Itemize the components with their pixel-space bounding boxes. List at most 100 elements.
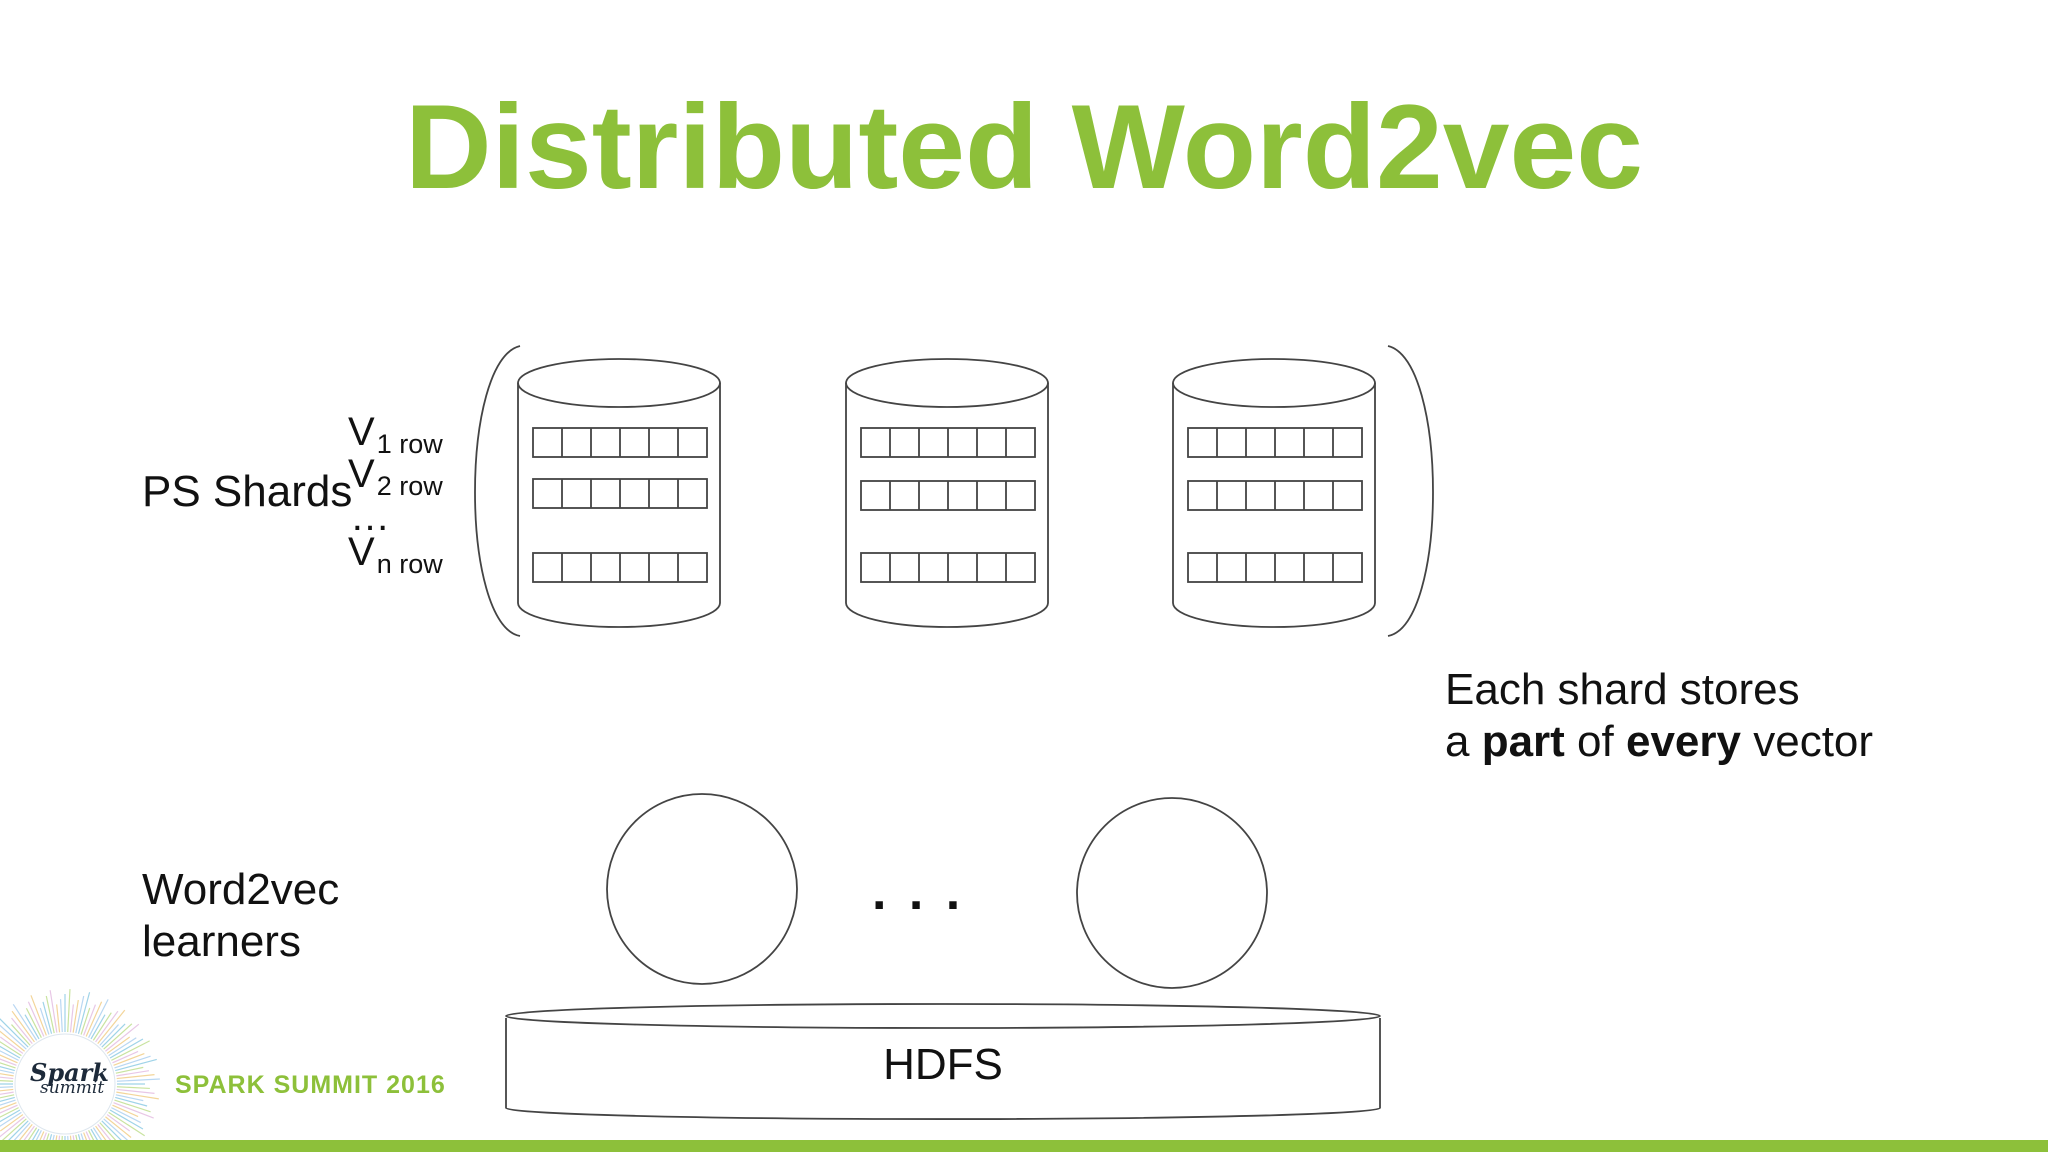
learners-label-line2: learners bbox=[142, 916, 301, 966]
vector-row-n bbox=[532, 552, 708, 583]
learner-dots: . . . bbox=[872, 863, 965, 921]
ps-shards-label: PS Shards bbox=[142, 467, 353, 516]
burst-ray bbox=[11, 1122, 31, 1144]
burst-ray bbox=[88, 999, 109, 1038]
burst-ray bbox=[99, 1122, 119, 1144]
burst-ray bbox=[95, 1010, 119, 1043]
burst-ray bbox=[0, 1088, 14, 1092]
burst-ray bbox=[116, 1091, 159, 1100]
spark-summit-logo: Spark summit bbox=[0, 970, 200, 1157]
burst-ray bbox=[80, 1007, 91, 1035]
burst-ray bbox=[0, 1091, 14, 1095]
note-emphasis-every: every bbox=[1625, 716, 1741, 766]
burst-ray bbox=[115, 1058, 157, 1072]
burst-ray bbox=[116, 1073, 155, 1080]
left-bracket bbox=[474, 345, 521, 637]
row-label-ellipsis: … bbox=[350, 495, 390, 540]
burst-ray bbox=[109, 1109, 144, 1130]
burst-ray bbox=[0, 1086, 14, 1089]
learners-label-line1: Word2vec bbox=[142, 865, 340, 914]
right-bracket bbox=[1387, 345, 1434, 637]
burst-ray bbox=[106, 1114, 131, 1132]
burst-ray bbox=[27, 1001, 45, 1037]
burst-ray bbox=[72, 999, 79, 1033]
burst-ray bbox=[116, 1088, 155, 1095]
burst-ray bbox=[45, 995, 55, 1034]
burst-ray bbox=[115, 1094, 144, 1102]
row-var: … bbox=[350, 495, 390, 539]
burst-ray bbox=[42, 1001, 53, 1034]
burst-ray bbox=[0, 1076, 14, 1080]
burst-ray bbox=[0, 1096, 15, 1103]
burst-ray bbox=[0, 1107, 19, 1118]
vector-row-1 bbox=[532, 427, 708, 458]
burst-ray bbox=[116, 1078, 160, 1082]
burst-ray bbox=[0, 1058, 17, 1066]
burst-ray bbox=[111, 1040, 150, 1061]
learner-node-2 bbox=[1076, 797, 1268, 989]
note-text: of bbox=[1564, 716, 1626, 766]
burst-ray bbox=[11, 1024, 31, 1046]
row-sub: n row bbox=[376, 549, 443, 579]
ps-shard-2 bbox=[845, 358, 1049, 628]
burst-ray bbox=[114, 1055, 151, 1069]
burst-ray bbox=[112, 1104, 139, 1118]
burst-ray bbox=[0, 1099, 16, 1106]
learners-label: Word2vec learners bbox=[142, 864, 339, 968]
ps-shard-1 bbox=[517, 358, 721, 628]
burst-ray bbox=[103, 1023, 133, 1050]
row-var: V bbox=[348, 452, 375, 496]
burst-ray bbox=[0, 1118, 27, 1144]
starburst-icon bbox=[0, 989, 160, 1157]
row-var: V bbox=[348, 530, 375, 574]
burst-ray bbox=[0, 1041, 22, 1057]
burst-ray bbox=[75, 995, 85, 1034]
burst-ray bbox=[108, 1111, 146, 1137]
burst-ray bbox=[83, 1004, 97, 1036]
row-label-vn: Vn row bbox=[348, 530, 443, 579]
burst-ray bbox=[0, 1069, 15, 1074]
burst-ray bbox=[0, 1109, 21, 1123]
row-sub: 2 row bbox=[376, 471, 443, 501]
burst-ray bbox=[0, 1045, 21, 1059]
event-name: SPARK SUMMIT 2016 bbox=[175, 1071, 446, 1099]
burst-ray bbox=[109, 1038, 144, 1059]
slide-title: Distributed Word2vec bbox=[404, 80, 1644, 214]
vector-row-n bbox=[1187, 552, 1363, 583]
burst-ray bbox=[115, 1066, 144, 1074]
burst-ray bbox=[103, 1118, 133, 1145]
burst-ray bbox=[0, 1114, 24, 1132]
row-sub: 1 row bbox=[376, 429, 443, 459]
burst-ray bbox=[25, 1007, 42, 1038]
burst-ray bbox=[0, 1102, 17, 1110]
burst-ray bbox=[39, 1007, 50, 1035]
vector-row-n bbox=[860, 552, 1036, 583]
burst-ray bbox=[0, 1094, 15, 1099]
burst-ray bbox=[0, 1104, 18, 1114]
burst-ray bbox=[101, 1023, 126, 1048]
logo-word-spark: Spark bbox=[30, 1058, 109, 1087]
burst-ray bbox=[69, 1004, 74, 1033]
hdfs-label: HDFS bbox=[883, 1040, 1003, 1089]
burst-ray bbox=[0, 1065, 15, 1072]
burst-ray bbox=[0, 1036, 24, 1054]
burst-ray bbox=[0, 1079, 14, 1082]
burst-ray bbox=[92, 1012, 112, 1041]
vector-row-1 bbox=[860, 427, 1036, 458]
burst-ray bbox=[99, 1024, 119, 1046]
vector-row-2 bbox=[532, 478, 708, 509]
burst-ray bbox=[0, 1116, 25, 1138]
vector-row-1 bbox=[1187, 427, 1363, 458]
burst-ray bbox=[56, 1004, 61, 1033]
shard-note-line2: a part of every vector bbox=[1445, 716, 1873, 768]
burst-ray bbox=[24, 1014, 40, 1040]
burst-ray bbox=[0, 1073, 14, 1077]
burst-ray bbox=[114, 1099, 151, 1113]
ps-shard-3 bbox=[1172, 358, 1376, 628]
burst-ray bbox=[0, 1111, 22, 1127]
burst-ray bbox=[116, 1070, 150, 1077]
learner-node-1 bbox=[606, 793, 798, 985]
burst-ray bbox=[90, 1014, 106, 1040]
vector-row-2 bbox=[860, 480, 1036, 511]
